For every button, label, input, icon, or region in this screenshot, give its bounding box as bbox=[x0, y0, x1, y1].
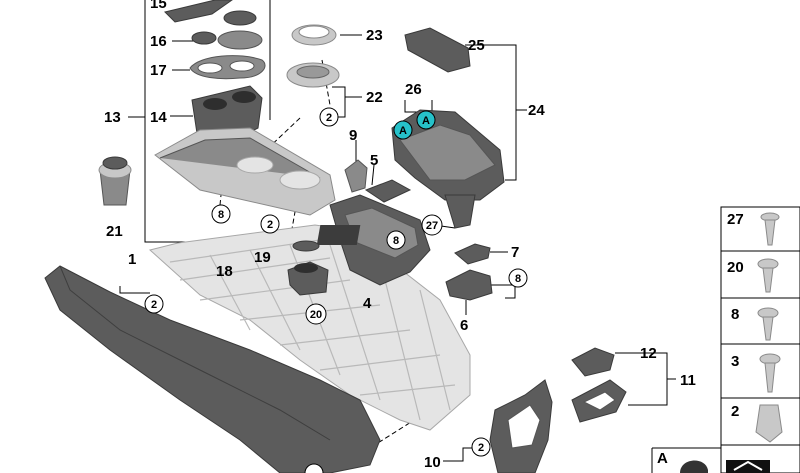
part-label-17: 17 bbox=[150, 62, 167, 79]
small-trim-parts bbox=[344, 159, 412, 203]
armrest-group bbox=[391, 27, 505, 229]
legend-number: 2 bbox=[731, 403, 739, 420]
part-label-5: 5 bbox=[370, 152, 378, 169]
callout-8: 8 bbox=[393, 235, 399, 247]
part-label-16: 16 bbox=[150, 33, 167, 50]
part-label-22: 22 bbox=[366, 89, 383, 106]
circle-callouts: 2 2 2 2 8 8 8 27 20 A A bbox=[144, 107, 528, 473]
part-label-25: 25 bbox=[468, 37, 485, 54]
part-label-23: 23 bbox=[366, 27, 383, 44]
part-label-18: 18 bbox=[216, 263, 233, 280]
small-cup-holder bbox=[287, 240, 329, 296]
screw-icon bbox=[759, 353, 781, 393]
legend-number: 27 bbox=[727, 211, 744, 228]
part-label-13: 13 bbox=[104, 109, 121, 126]
end-trim-parts bbox=[571, 347, 627, 423]
part-label-1: 1 bbox=[128, 251, 136, 268]
callout-2: 2 bbox=[478, 442, 484, 454]
part-label-12: 12 bbox=[640, 345, 657, 362]
clip-icon bbox=[755, 404, 783, 443]
part-label-7: 7 bbox=[511, 244, 519, 261]
legend-number: 3 bbox=[731, 353, 739, 370]
part-number-labels: 15 16 17 13 14 21 23 22 25 26 24 9 5 7 6… bbox=[104, 0, 696, 471]
screw-icon bbox=[757, 307, 779, 341]
callout-2: 2 bbox=[326, 112, 332, 124]
legend-number: 20 bbox=[727, 259, 744, 276]
fastener-legend bbox=[651, 206, 800, 473]
callout-20: 20 bbox=[310, 309, 322, 321]
part-label-24: 24 bbox=[528, 102, 545, 119]
callout-a: A bbox=[399, 125, 407, 137]
side-trim-panel bbox=[44, 265, 381, 473]
legend-labels: 27 20 8 3 2 A bbox=[657, 211, 744, 467]
part-label-15: 15 bbox=[150, 0, 167, 12]
part-label-21: 21 bbox=[106, 223, 123, 240]
callout-8: 8 bbox=[515, 273, 521, 285]
legend-number: 8 bbox=[731, 306, 739, 323]
screw-icon bbox=[760, 212, 780, 246]
ashtray-part bbox=[98, 156, 132, 206]
arrow-sign-icon bbox=[726, 460, 770, 473]
callout-27: 27 bbox=[426, 220, 438, 232]
trim-rings bbox=[286, 24, 340, 88]
part-label-6: 6 bbox=[460, 317, 468, 334]
callout-2: 2 bbox=[267, 219, 273, 231]
switch-parts bbox=[445, 243, 493, 301]
rear-trim-panel bbox=[489, 379, 553, 473]
legend-letter: A bbox=[657, 450, 668, 467]
part-label-4: 4 bbox=[363, 295, 372, 312]
part-label-11: 11 bbox=[680, 372, 696, 389]
part-label-14: 14 bbox=[150, 109, 167, 126]
part-label-9: 9 bbox=[349, 127, 357, 144]
callout-8: 8 bbox=[218, 209, 224, 221]
callout-2: 2 bbox=[151, 299, 157, 311]
part-label-26: 26 bbox=[405, 81, 422, 98]
part-label-10: 10 bbox=[424, 454, 441, 471]
cup-holder-group bbox=[154, 0, 336, 216]
callout-a: A bbox=[422, 115, 430, 127]
part-label-19: 19 bbox=[254, 249, 271, 266]
screw-icon bbox=[757, 258, 779, 293]
plug-icon bbox=[680, 460, 708, 473]
